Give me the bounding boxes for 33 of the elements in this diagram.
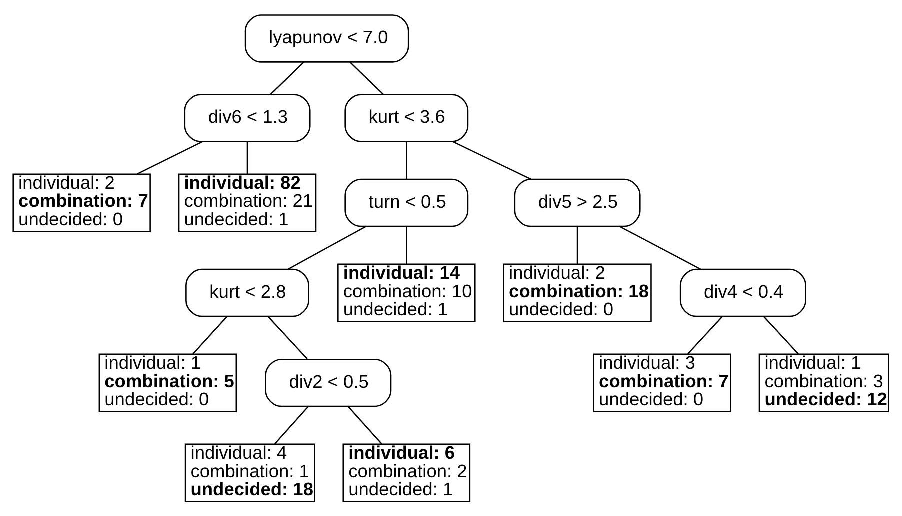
node-box: div4 < 0.4 (680, 268, 806, 317)
connector (350, 61, 384, 94)
node-box: div5 > 2.5 (514, 178, 641, 227)
node-box: div6 < 1.3 (184, 94, 311, 142)
node-box: individual: 2 combination: 7 undecided: 0 (12, 173, 151, 232)
connector (764, 316, 799, 354)
connector (192, 316, 228, 354)
node-box: kurt < 3.6 (344, 94, 469, 142)
node-box: kurt < 2.8 (186, 268, 310, 317)
connector (406, 226, 408, 264)
node-box: individual: 1 combination: 3 undecided: 12 (758, 353, 890, 412)
node-box: individual: 1 combination: 5 undecided: 0 (98, 353, 238, 412)
connector (576, 226, 578, 264)
connector (274, 406, 309, 444)
connector (137, 140, 203, 174)
node-box: individual: 6 combination: 2 undecided: 1 (342, 443, 471, 502)
connector (348, 406, 382, 444)
connector (246, 142, 248, 174)
connector (270, 61, 305, 94)
connector (452, 140, 532, 180)
node-box: turn < 0.5 (344, 178, 469, 227)
node-box: individual: 3 combination: 7 undecided: 0 (593, 353, 732, 412)
connector (288, 226, 366, 270)
node-box: lyapunov < 7.0 (244, 14, 410, 62)
node-box: individual: 4 combination: 1 undecided: 18 (184, 443, 316, 502)
connector (406, 142, 408, 179)
connector (688, 316, 723, 354)
connector (619, 226, 702, 270)
connector (268, 316, 308, 359)
node-box: individual: 2 combination: 18 undecided: 0 (503, 263, 652, 322)
node-box: div2 < 0.5 (265, 358, 392, 407)
node-box: individual: 82 combination: 21 undecided: 1 (178, 173, 317, 232)
node-box: individual: 14 combination: 10 undecided: 1 (338, 263, 476, 322)
